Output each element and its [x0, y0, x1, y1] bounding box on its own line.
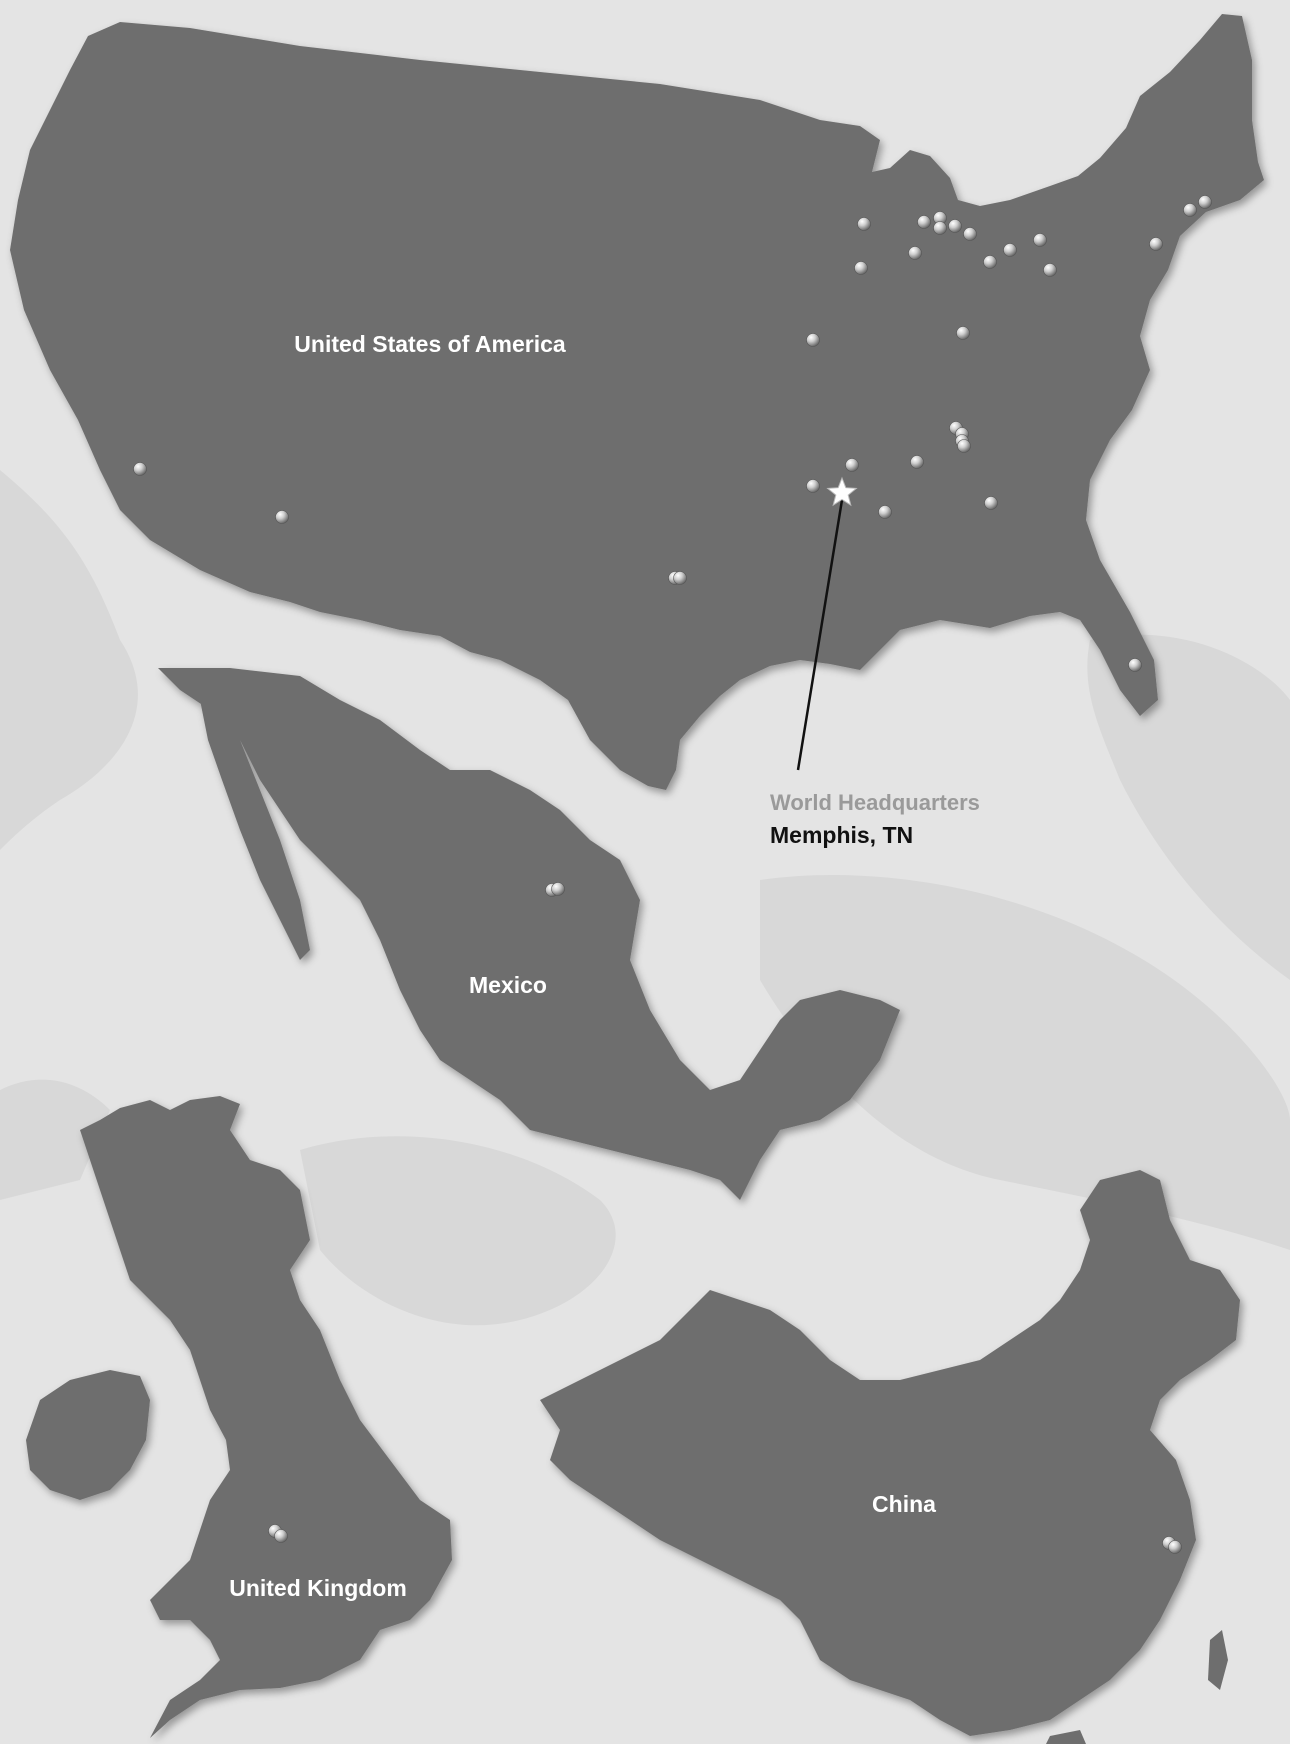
pin-dot-icon	[857, 217, 871, 231]
taiwan-shape	[1208, 1630, 1228, 1690]
pin-dot-icon	[963, 227, 977, 241]
pin-dot-icon	[1128, 658, 1142, 672]
pin-dot-icon	[806, 333, 820, 347]
pin-dot-icon	[1149, 237, 1163, 251]
pin-dot-icon	[984, 496, 998, 510]
background-landmasses	[0, 470, 1290, 1326]
pin-dot-icon	[1183, 203, 1197, 217]
pin-dot-icon	[878, 505, 892, 519]
hq-leader-line	[796, 499, 844, 771]
pin-dot-icon	[133, 462, 147, 476]
pin-dot-icon	[806, 479, 820, 493]
pin-dot-icon	[948, 219, 962, 233]
pin-dot-icon	[275, 510, 289, 524]
pin-dot-icon	[1033, 233, 1047, 247]
hainan-shape	[1046, 1730, 1086, 1744]
pin-dot-icon	[274, 1529, 288, 1543]
china-shape	[540, 1170, 1240, 1736]
star-icon	[826, 476, 858, 507]
country-label-usa: United States of America	[294, 331, 566, 357]
pin-dot-icon	[673, 571, 687, 585]
pin-dot-icon	[854, 261, 868, 275]
pin-dot-icon	[1198, 195, 1212, 209]
mexico-shape	[158, 668, 900, 1200]
pin-dot-icon	[551, 882, 565, 896]
country-label-mexico: Mexico	[469, 972, 547, 998]
pin-dot-icon	[957, 439, 971, 453]
pin-dot-icon	[1168, 1540, 1182, 1554]
pin-dot-icon	[845, 458, 859, 472]
country-label-uk: United Kingdom	[229, 1575, 407, 1601]
pin-dot-icon	[910, 455, 924, 469]
pin-dot-icon	[1003, 243, 1017, 257]
pin-dot-icon	[956, 326, 970, 340]
pin-dot-icon	[908, 246, 922, 260]
hq-title-label: World Headquarters	[770, 790, 980, 815]
pin-dot-icon	[983, 255, 997, 269]
location-markers	[133, 195, 1212, 1554]
country-label-china: China	[872, 1491, 936, 1517]
hq-city-label: Memphis, TN	[770, 822, 913, 848]
uk-shape	[26, 1096, 452, 1738]
pin-dot-icon	[933, 221, 947, 235]
usa-shape	[10, 14, 1264, 790]
pin-dot-icon	[917, 215, 931, 229]
pin-dot-icon	[1043, 263, 1057, 277]
